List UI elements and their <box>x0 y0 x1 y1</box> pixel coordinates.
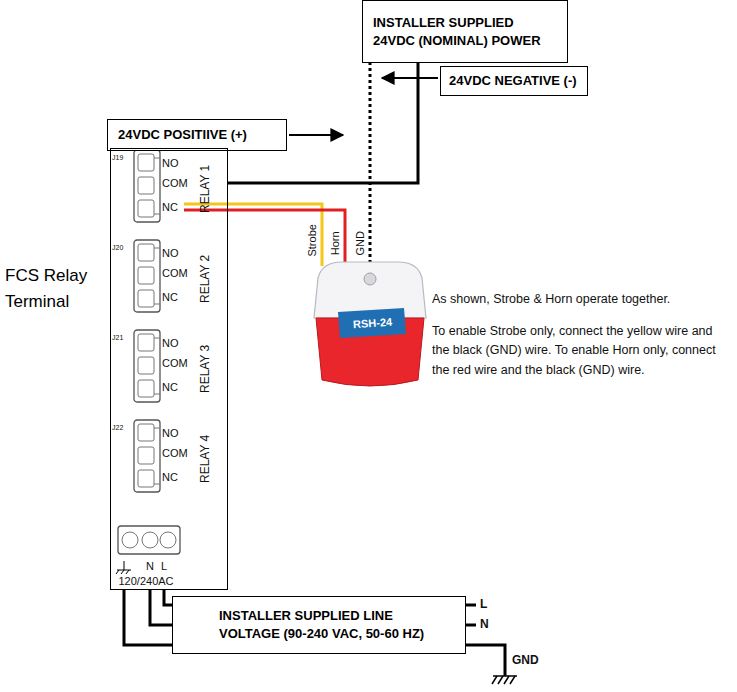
pin-label: COM <box>162 357 188 370</box>
callout-arrow <box>289 134 343 136</box>
relay-label: RELAY 4 <box>199 435 213 483</box>
wire-label: GND <box>354 231 367 255</box>
ground-label: GND <box>512 654 539 668</box>
line-voltage-box: INSTALLER SUPPLIED LINE VOLTAGE (90-240 … <box>172 596 466 654</box>
pin-label: NO <box>162 157 179 170</box>
terminal-block <box>134 150 160 222</box>
callout-box: 24VDC POSITIIVE (+) <box>107 119 287 151</box>
negative-wire <box>369 62 372 266</box>
pin-label: NC <box>162 381 178 394</box>
wire-label: Horn <box>329 231 342 255</box>
relay-label: RELAY 2 <box>199 255 213 303</box>
pin-label: NO <box>162 247 179 260</box>
terminal-block <box>134 240 160 312</box>
model-label: RSH-24 <box>352 315 392 330</box>
line-label: N <box>480 618 489 632</box>
mains-wires <box>466 605 505 676</box>
pin-label: L <box>161 560 167 573</box>
power-terminal-block <box>118 526 180 554</box>
pin-label: NC <box>162 471 178 484</box>
terminal-title: FCS Relay Terminal <box>5 263 101 314</box>
pin-label: NC <box>162 291 178 304</box>
box-text: 24VDC POSITIIVE (+) <box>118 126 276 144</box>
siren-illustration <box>314 262 426 386</box>
connector-id: J19 <box>112 154 123 162</box>
note-text: As shown, Strobe & Horn operate together… <box>432 290 732 309</box>
connector-id: J22 <box>112 424 123 432</box>
power-wire <box>164 590 172 605</box>
pin-label: NO <box>162 427 179 440</box>
ground-symbol <box>116 561 131 574</box>
wire-label: Strobe <box>306 224 319 256</box>
connector-id: J20 <box>112 244 123 252</box>
note-text: To enable Strobe only, connect the yello… <box>432 322 730 380</box>
box-text: INSTALLER SUPPLIED 24VDC (NOMINAL) POWER <box>373 14 557 49</box>
box-text: 24VDC NEGATIVE (-) <box>449 72 579 90</box>
pin-label: COM <box>162 267 188 280</box>
terminal-block <box>134 330 160 402</box>
callout-box: 24VDC NEGATIVE (-) <box>440 66 588 96</box>
pin-label: N <box>146 560 154 573</box>
power-wire <box>150 590 172 625</box>
power-wire <box>124 590 172 645</box>
line-label: L <box>480 598 487 612</box>
ground-symbol <box>492 676 517 684</box>
terminal-block <box>134 420 160 492</box>
pin-label: COM <box>162 447 188 460</box>
relay-label: RELAY 3 <box>199 345 213 393</box>
connector-id: J21 <box>112 334 123 342</box>
supply-label: 120/240AC <box>119 575 174 588</box>
box-text: INSTALLER SUPPLIED LINE VOLTAGE (90-240 … <box>219 607 455 642</box>
relay-label: RELAY 1 <box>199 165 213 213</box>
pin-label: NO <box>162 337 179 350</box>
pin-label: COM <box>162 177 188 190</box>
power-supply-box: INSTALLER SUPPLIED 24VDC (NOMINAL) POWER <box>362 0 568 63</box>
callout-arrow <box>382 77 438 79</box>
pin-label: NC <box>162 201 178 214</box>
